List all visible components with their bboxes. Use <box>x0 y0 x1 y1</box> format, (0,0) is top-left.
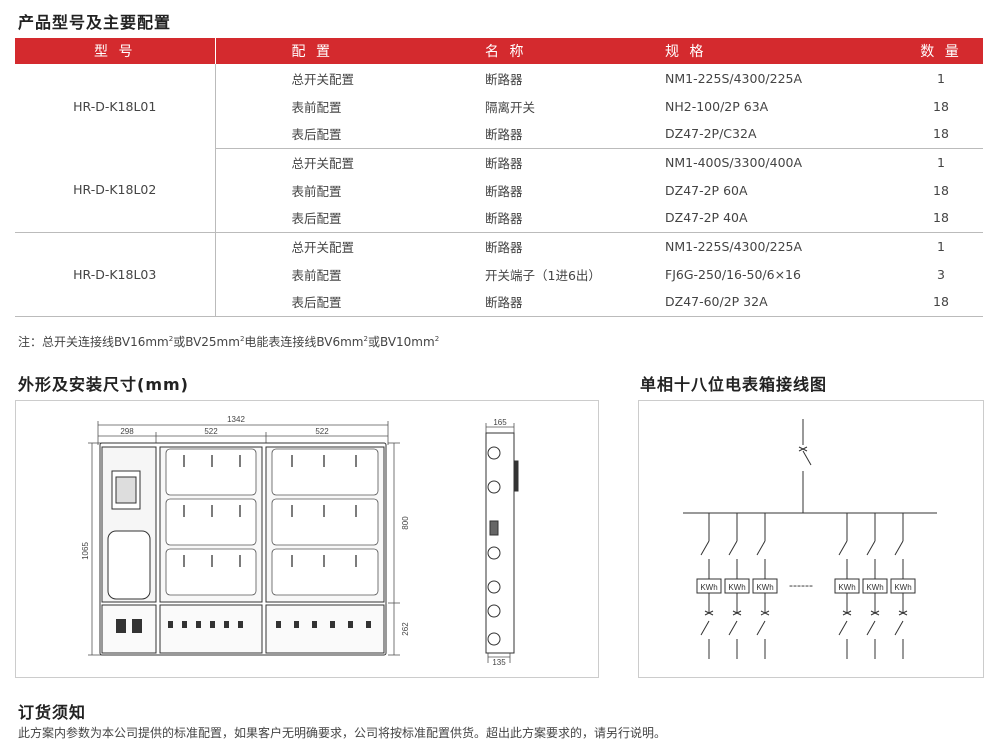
dim-depth-bottom: 135 <box>492 658 506 667</box>
dimension-drawing-panel: 1342 298 522 522 1065 800 262 <box>15 400 599 678</box>
header-model: 型 号 <box>15 38 216 64</box>
spec-cell: NM1-225S/4300/225A <box>665 238 803 254</box>
spec-cell: NM1-225S/4300/225A <box>665 70 803 86</box>
section-title-dimensions: 外形及安装尺寸(mm) <box>18 375 189 394</box>
qty-cell: 18 <box>899 288 983 317</box>
cabinet-side-view <box>485 432 519 654</box>
kwh-meter-label: KWh <box>894 583 911 592</box>
dim-lower-height: 262 <box>401 622 410 636</box>
lower-compartment <box>101 604 385 654</box>
qty-cell: 18 <box>899 204 983 233</box>
spec-cell: DZ47-2P 40A <box>665 204 899 233</box>
meter-windows <box>165 448 379 596</box>
table-row: 表后配置 断路器 DZ47-60/2P 32A 18 <box>15 288 983 317</box>
name-cell: 断路器 <box>485 71 523 87</box>
name-cell: 断路器 <box>485 183 523 199</box>
section-title-wiring: 单相十八位电表箱接线图 <box>640 375 828 394</box>
name-cell: 断路器 <box>485 204 665 233</box>
table-row: HR-D-K18L03 总开关配置 断路器 NM1-225S/4300/225A… <box>15 232 983 317</box>
spec-cell: NH2-100/2P 63A <box>665 98 769 114</box>
wiring-diagram-panel: KWh KWh KWh KWh KWh KWh ------ <box>638 400 984 678</box>
config-cell: 总开关配置 <box>291 239 355 255</box>
spec-cell: DZ47-60/2P 32A <box>665 288 899 317</box>
table-row: HR-D-K18L01 总开关配置 断路器 NM1-225S/4300/225A… <box>15 64 983 148</box>
model-cell: HR-D-K18L02 <box>15 148 216 233</box>
wiring-dashes: ------ <box>789 578 813 592</box>
name-cell: 断路器 <box>485 155 523 171</box>
breaker-row <box>116 619 371 633</box>
model-cell: HR-D-K18L03 <box>15 232 216 317</box>
name-cell: 开关端子（1进6出） <box>485 267 601 283</box>
config-cell: 表前配置 <box>291 267 342 283</box>
config-cell: 表前配置 <box>291 183 342 199</box>
wiring-diagram: KWh KWh KWh KWh KWh KWh ------ <box>683 419 937 659</box>
kwh-meter-label: KWh <box>838 583 855 592</box>
header-name: 名 称 <box>485 38 665 64</box>
dim-upper-height: 800 <box>401 516 410 530</box>
config-cell: 总开关配置 <box>291 155 355 171</box>
qty-cell: 1 <box>937 154 945 170</box>
model-cell: HR-D-K18L01 <box>15 64 216 148</box>
dimension-drawing: 1342 298 522 522 1065 800 262 <box>81 415 519 667</box>
qty-cell: 18 <box>933 182 949 198</box>
qty-cell: 18 <box>933 98 949 114</box>
config-table: 型 号 配 置 名 称 规 格 数 量 HR-D-K18L01 总开关配置 断路… <box>15 38 983 317</box>
section-title-product-config: 产品型号及主要配置 <box>18 13 172 32</box>
header-quantity: 数 量 <box>899 38 983 64</box>
name-cell: 断路器 <box>485 288 665 317</box>
qty-cell: 1 <box>937 238 945 254</box>
wiring-branches: KWh KWh KWh KWh KWh KWh <box>696 513 916 659</box>
table-row: 表前配置 隔离开关 NH2-100/2P 63A 18 <box>15 92 983 120</box>
table-header-row: 型 号 配 置 名 称 规 格 数 量 <box>15 38 983 64</box>
table-row: 表后配置 断路器 DZ47-2P 40A 18 <box>15 204 983 233</box>
wiring-note: 注：总开关连接线BV16mm2或BV25mm2电能表连接线BV6mm2或BV10… <box>18 335 440 349</box>
kwh-meter-label: KWh <box>866 583 883 592</box>
spec-cell: NM1-400S/3300/400A <box>665 154 803 170</box>
table-row: 表前配置 开关端子（1进6出） FJ6G-250/16-50/6×16 3 <box>15 260 983 288</box>
dim-total-height: 1065 <box>81 542 90 560</box>
dim-left-width: 298 <box>120 427 134 436</box>
header-config: 配 置 <box>215 38 485 64</box>
meter-terminals <box>183 455 357 567</box>
config-cell: 表后配置 <box>215 120 485 149</box>
spec-cell: DZ47-2P 60A <box>665 182 748 198</box>
qty-cell: 3 <box>937 266 945 282</box>
name-cell: 断路器 <box>485 239 523 255</box>
dim-depth-top: 165 <box>493 418 507 427</box>
kwh-meter-label: KWh <box>756 583 773 592</box>
dim-total-width: 1342 <box>227 415 245 424</box>
name-cell: 隔离开关 <box>485 99 536 115</box>
section-title-order-notice: 订货须知 <box>18 703 87 722</box>
kwh-meter-label: KWh <box>728 583 745 592</box>
table-row: HR-D-K18L02 总开关配置 断路器 NM1-400S/3300/400A… <box>15 148 983 233</box>
config-cell: 表后配置 <box>215 204 485 233</box>
spec-cell: DZ47-2P/C32A <box>665 120 899 149</box>
table-row: 表前配置 断路器 DZ47-2P 60A 18 <box>15 176 983 204</box>
qty-cell: 1 <box>937 70 945 86</box>
config-cell: 总开关配置 <box>291 71 355 87</box>
header-spec: 规 格 <box>665 38 899 64</box>
qty-cell: 18 <box>899 120 983 149</box>
config-cell: 表前配置 <box>291 99 342 115</box>
kwh-meter-label: KWh <box>700 583 717 592</box>
config-cell: 表后配置 <box>215 288 485 317</box>
dim-right-width: 522 <box>315 427 329 436</box>
name-cell: 断路器 <box>485 120 665 149</box>
dim-mid-width: 522 <box>204 427 218 436</box>
order-notice-text: 此方案内参数为本公司提供的标准配置，如果客户无明确要求，公司将按标准配置供货。超… <box>18 726 667 740</box>
table-row: 表后配置 断路器 DZ47-2P/C32A 18 <box>15 120 983 149</box>
spec-cell: FJ6G-250/16-50/6×16 <box>665 266 801 282</box>
